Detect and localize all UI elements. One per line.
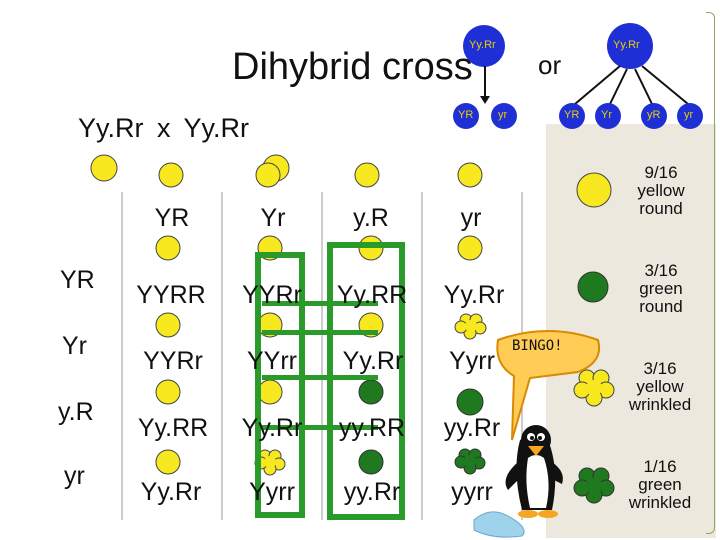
highlight-bar <box>262 375 378 380</box>
grid-cell: Yy.Rr <box>241 414 303 442</box>
legend-pea-green-round <box>577 271 609 303</box>
highlight-boxes <box>255 242 405 520</box>
highlight-bar <box>262 425 378 430</box>
header-pea <box>255 162 281 188</box>
grid-cell: yyrr <box>451 478 493 506</box>
parent-pea-1 <box>90 154 118 182</box>
row-header-Yr: Yr <box>62 332 87 360</box>
legend-pea-yellow-wrinkled <box>573 369 615 407</box>
gamete-label: YR <box>564 109 580 121</box>
gamete-label: yr <box>684 109 694 121</box>
col-header-yr: yr <box>460 204 482 232</box>
gamete-circle <box>559 103 585 129</box>
grid-cell: Yy.Rr <box>443 281 505 309</box>
penguin-beak <box>528 446 544 456</box>
penguin-base <box>473 511 525 538</box>
gamete-label: Yr <box>601 109 612 121</box>
gamete-circle <box>677 103 703 129</box>
or-label: or <box>538 50 562 80</box>
parent-cell-label-right: Yy.Rr <box>613 39 640 51</box>
gamete-label: YR <box>458 109 474 121</box>
speech-bubble <box>496 330 600 441</box>
header-pea <box>354 162 380 188</box>
legend-pea-yellow-round <box>576 172 612 208</box>
row-header-yr: yr <box>64 462 85 490</box>
penguin-mascot <box>473 425 563 538</box>
cell-pea <box>457 235 483 261</box>
gamete-circle <box>453 103 479 129</box>
cell-pea <box>257 379 283 405</box>
parent-cell-circle <box>607 23 653 69</box>
grid-cell: YYRr <box>143 347 203 375</box>
grid-cell: Yy.RR <box>137 414 209 442</box>
header-pea <box>457 162 483 188</box>
gamete-diagram-right <box>559 23 703 129</box>
gamete-label: yr <box>498 109 508 121</box>
wrinkled-yellow-pea <box>254 449 286 476</box>
grid-cell: YYRR <box>136 281 206 309</box>
gamete-circle <box>641 103 667 129</box>
cell-pea <box>155 312 181 338</box>
wrinkled-yellow-pea <box>454 313 487 340</box>
col-header-yR: y.R <box>353 204 389 232</box>
grid-cell: YYrr <box>247 347 297 375</box>
highlight-bar <box>262 301 378 306</box>
gamete-circle <box>491 103 517 129</box>
legend-pea-green-wrinkled <box>573 467 615 504</box>
grid-cell: Yy.Rr <box>140 478 202 506</box>
grid-cell: yy.Rr <box>343 478 401 506</box>
header-pea <box>158 162 184 188</box>
highlight-column-box <box>255 252 305 518</box>
cell-pea <box>155 449 181 475</box>
row-header-yR: y.R <box>58 398 94 426</box>
slide-title: Dihybrid cross <box>232 46 473 88</box>
cell-pea <box>358 449 384 475</box>
cell-pea <box>456 388 484 416</box>
highlight-column-box <box>327 242 405 520</box>
gamete-diagram-left <box>453 25 517 129</box>
col-header-Yr: Yr <box>260 204 286 232</box>
grid-cell: yy.Rr <box>443 414 501 442</box>
grid-cell: Yyrr <box>449 347 495 375</box>
grid-cell: YYRr <box>242 281 302 309</box>
gamete-circle <box>595 103 621 129</box>
slide-border <box>706 12 715 534</box>
grid-cell: Yy.RR <box>336 281 408 309</box>
wrinkled-green-pea <box>454 448 486 475</box>
cell-pea <box>155 235 181 261</box>
parent-cell-label-left: Yy.Rr <box>469 39 496 51</box>
phenotype-panel <box>546 124 716 538</box>
row-header-YR: YR <box>60 266 95 294</box>
gamete-label: yR <box>647 109 661 121</box>
grid-cell: Yyrr <box>249 478 295 506</box>
bingo-text: BINGO! <box>512 338 563 354</box>
grid-cell: yy.RR <box>338 414 406 442</box>
highlight-bar <box>262 330 378 335</box>
parent-cell-circle <box>463 25 505 67</box>
highlight-bars <box>262 301 378 430</box>
col-header-YR: YR <box>154 204 190 232</box>
penguin-head <box>521 425 551 455</box>
grid-cell: Yy.Rr <box>342 347 404 375</box>
parent-cross: Yy.Rr x Yy.Rr <box>78 113 250 143</box>
cell-pea <box>358 379 384 405</box>
cell-pea <box>155 379 181 405</box>
